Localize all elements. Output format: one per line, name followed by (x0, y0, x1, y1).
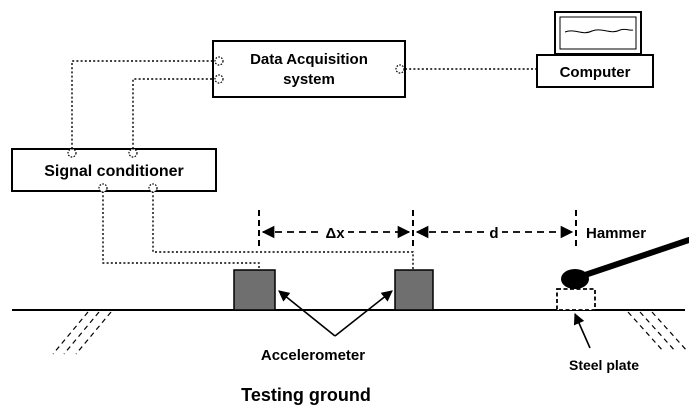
daq-box (212, 40, 406, 98)
testing-ground-label: Testing ground (241, 385, 371, 405)
daq-label-line1: Data Acquisition (250, 51, 368, 68)
delta-x-label: Δx (325, 225, 345, 242)
accelerometer-left (233, 269, 276, 311)
computer-monitor-icon (554, 11, 642, 55)
accelerometer-label: Accelerometer (261, 347, 365, 364)
connector-ports (67, 56, 405, 193)
d-label: d (489, 225, 498, 242)
daq-label-line2: system (283, 71, 335, 88)
hammer-icon (561, 237, 689, 289)
steel-plate (556, 288, 596, 311)
steel-plate-pointer (573, 312, 591, 349)
signal-conditioner-box (11, 148, 217, 192)
steel-plate-label: Steel plate (569, 357, 639, 373)
accelerometer-pointers (278, 290, 393, 337)
computer-box (536, 54, 654, 88)
accelerometer-right (394, 269, 434, 311)
signal-conditioner-label: Signal conditioner (44, 163, 184, 180)
delta-x-label-bg (322, 222, 348, 242)
dimension-lines (258, 210, 577, 250)
d-label-bg (486, 222, 502, 242)
signal-wires (71, 60, 537, 270)
computer-label: Computer (560, 64, 631, 81)
ground-hatch-marks (52, 311, 689, 355)
hammer-label: Hammer (586, 225, 646, 242)
